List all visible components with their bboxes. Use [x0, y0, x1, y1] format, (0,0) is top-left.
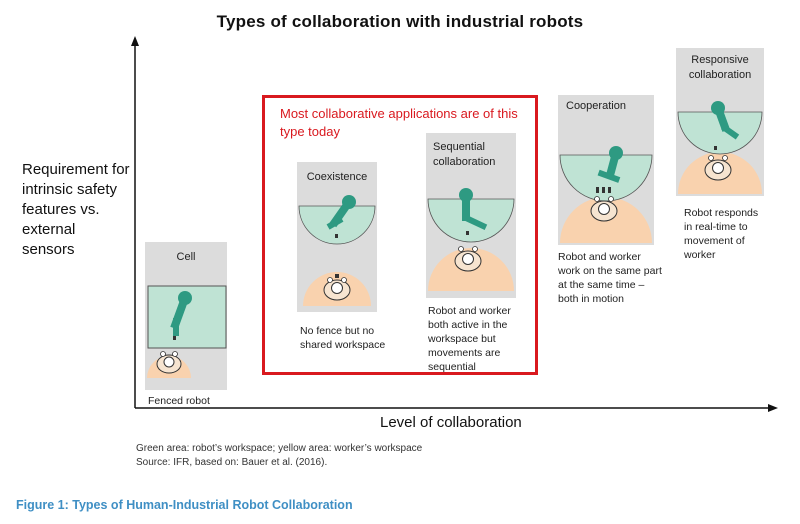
worker-hand — [708, 155, 714, 161]
panel-responsive-label: Responsive collaboration — [688, 54, 752, 81]
robot-arm — [173, 318, 179, 336]
cell-scene — [147, 285, 227, 378]
robot-arm — [721, 124, 740, 140]
robot-tool — [602, 187, 605, 193]
y-axis-label: Requirement for intrinsic safety feature… — [22, 161, 130, 258]
panel-sequential-label: Sequential collaboration — [433, 141, 496, 168]
panel-responsive-description: Robot responds in real-time to movement … — [684, 207, 759, 261]
worker-hand — [594, 196, 600, 202]
x-axis-arrow — [768, 404, 778, 412]
coexistence-scene — [298, 195, 376, 306]
panel-cooperation-description: Robot and worker work on the same part a… — [558, 251, 662, 305]
x-axis-label: Level of collaboration — [380, 414, 522, 431]
panel-cell-label: Cell — [176, 251, 196, 263]
robot-arm — [462, 214, 488, 231]
highlight-note: Most collaborative applications are of t… — [280, 106, 518, 139]
highlight-box — [262, 95, 538, 375]
robot-tool — [466, 231, 469, 235]
robot-arm — [597, 169, 621, 183]
legend-source: Source: IFR, based on: Bauer et al. (201… — [136, 457, 328, 468]
legend: Green area: robot’s workspace; yellow ar… — [136, 442, 422, 470]
robot-tool — [714, 146, 717, 150]
robot-tool — [173, 336, 176, 340]
robot-arm — [462, 195, 470, 221]
diagram-title: Types of collaboration with industrial r… — [216, 12, 584, 31]
panel-coexistence-description: No fence but no shared workspace — [300, 325, 386, 351]
worker-hand — [608, 196, 614, 202]
worker-hand — [341, 277, 347, 283]
worker-hand — [160, 351, 166, 357]
y-axis-arrow — [131, 36, 139, 46]
panel-cell-description: Fenced robot — [148, 395, 210, 407]
panel-coexistence-label: Coexistence — [306, 171, 368, 183]
figure-caption: Figure 1: Types of Human-Industrial Robo… — [16, 498, 353, 512]
panel-cooperation-label: Cooperation — [566, 100, 626, 112]
worker-head — [462, 253, 474, 265]
worker-head — [598, 203, 610, 215]
worker-head — [163, 356, 175, 368]
worker-hand — [722, 155, 728, 161]
worker-hand — [472, 246, 478, 252]
robot-arm — [605, 151, 620, 178]
worker-head — [712, 162, 724, 174]
robot-tool — [335, 234, 338, 238]
robot-arm — [326, 216, 344, 230]
worker-hand — [327, 277, 333, 283]
robot-tool — [608, 187, 611, 193]
sequential-scene — [427, 188, 515, 291]
responsive-scene — [677, 101, 763, 194]
cooperation-scene — [559, 146, 653, 243]
robot-tool — [596, 187, 599, 193]
legend-workspace-colors: Green area: robot’s workspace; yellow ar… — [136, 443, 423, 454]
worker-head — [331, 282, 343, 294]
worker-part — [335, 274, 339, 278]
worker-hand — [458, 246, 464, 252]
panel-sequential-description: Robot and worker both active in the work… — [428, 305, 511, 373]
worker-hand — [172, 351, 178, 357]
robot-workspace — [677, 111, 763, 155]
